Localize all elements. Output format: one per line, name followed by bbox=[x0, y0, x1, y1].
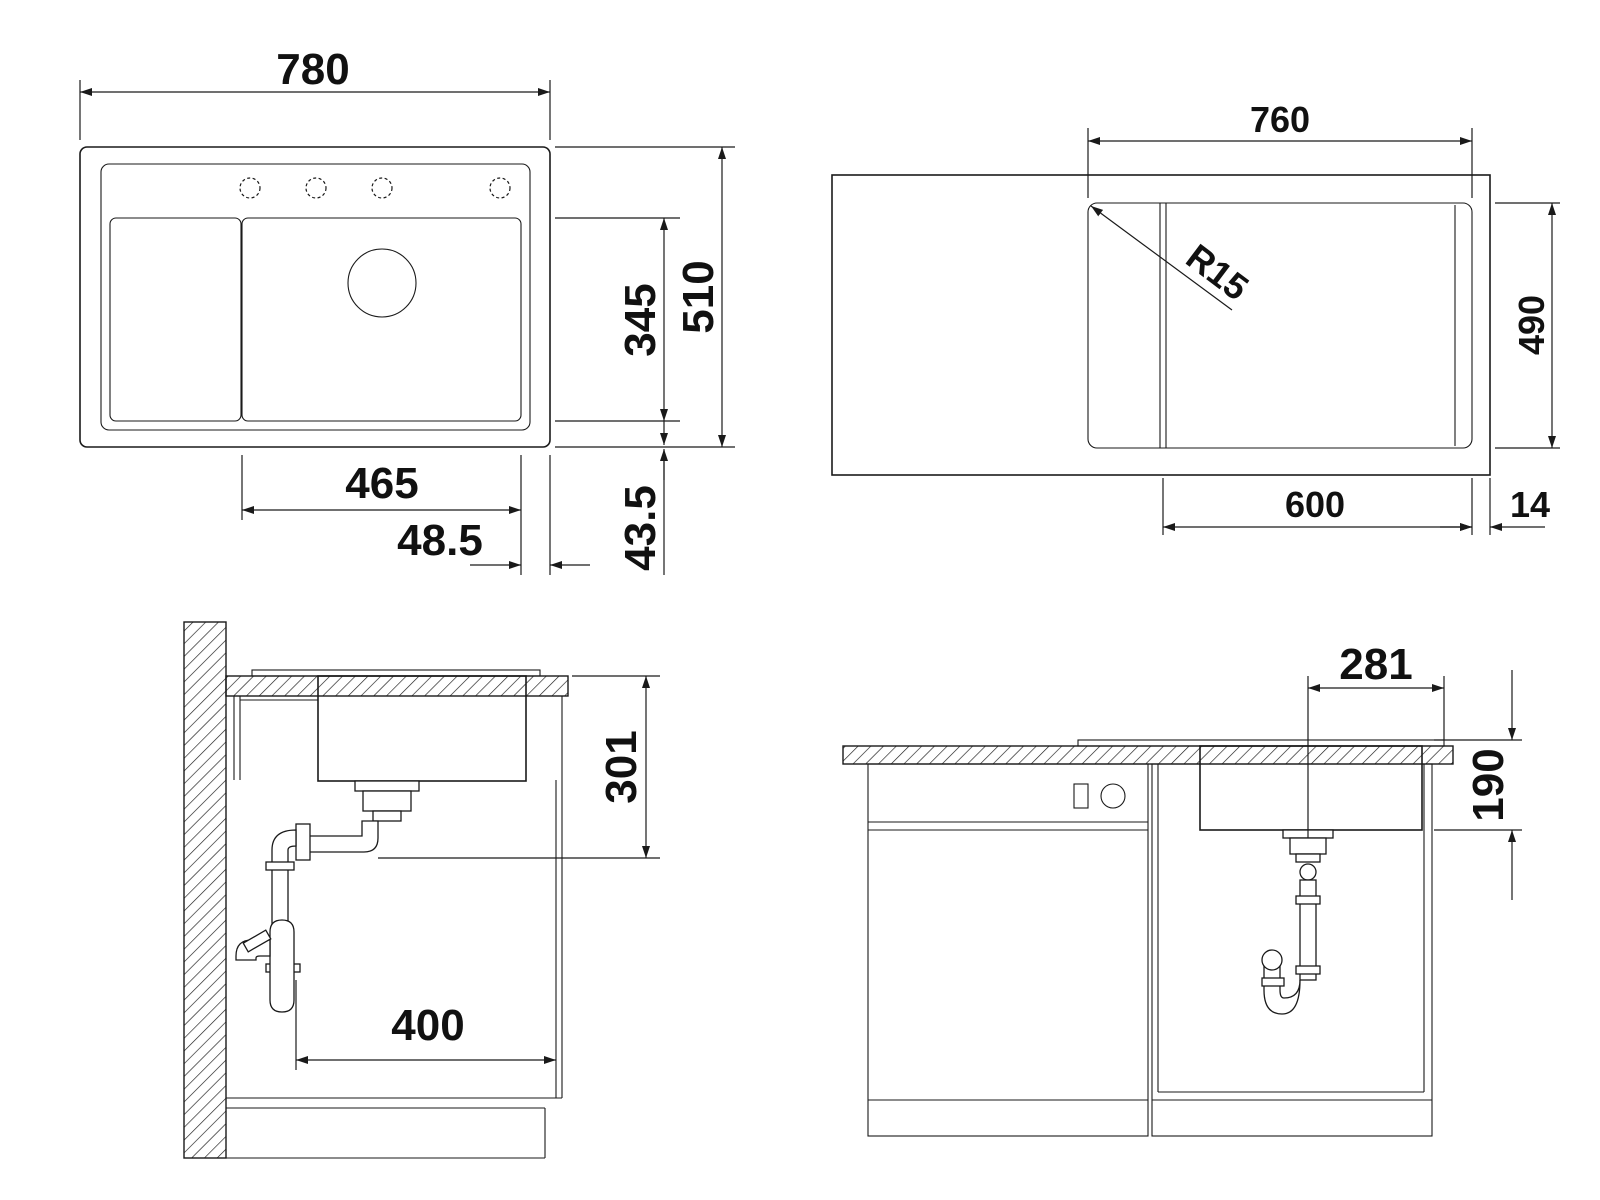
wall-hatched bbox=[183, 621, 227, 1159]
control-knob bbox=[1100, 783, 1126, 809]
dim-edge-14: 14 bbox=[1510, 484, 1550, 525]
dim-depth-190: 190 bbox=[1464, 748, 1513, 821]
tap-hole bbox=[239, 177, 261, 199]
tap-hole bbox=[371, 177, 393, 199]
dim-overall-depth: 510 bbox=[674, 260, 723, 333]
dim-bowl-width-600: 600 bbox=[1285, 484, 1345, 525]
control-knob-rect bbox=[1073, 783, 1089, 809]
bowl-section bbox=[317, 675, 527, 782]
sink-inner-rim bbox=[100, 163, 531, 431]
dim-cutout-depth: 490 bbox=[1511, 295, 1552, 355]
cutout-outline bbox=[1087, 202, 1473, 449]
drainer-area bbox=[109, 217, 242, 422]
sink-outline bbox=[79, 146, 551, 448]
cutout-view: R15 760 490 600 14 bbox=[831, 99, 1560, 535]
dim-front-offset: 43.5 bbox=[616, 485, 665, 571]
corner-radius-label: R15 bbox=[1179, 236, 1256, 308]
dim-bowl-depth: 345 bbox=[616, 283, 665, 356]
countertop-outline bbox=[831, 174, 1491, 476]
dim-drain-offset: 281 bbox=[1339, 640, 1412, 689]
tap-hole bbox=[489, 177, 511, 199]
dim-cutout-width: 760 bbox=[1250, 99, 1310, 140]
dim-edge-offset: 48.5 bbox=[397, 516, 483, 565]
front-view: 281 190 bbox=[842, 640, 1522, 1137]
dim-overall-width: 780 bbox=[276, 45, 349, 94]
front-countertop bbox=[842, 745, 1454, 765]
dim-bowl-width: 465 bbox=[345, 459, 418, 508]
dim-bowl-height: 301 bbox=[597, 730, 646, 803]
radius-leader bbox=[1090, 205, 1233, 311]
countertop-hatched bbox=[225, 675, 569, 697]
tap-hole bbox=[305, 177, 327, 199]
drain-circle bbox=[347, 248, 417, 318]
side-view: 301 400 bbox=[183, 621, 660, 1159]
top-view: 780 510 345 465 48.5 43.5 bbox=[79, 45, 735, 575]
main-bowl bbox=[241, 217, 522, 422]
dim-drain-distance: 400 bbox=[391, 1001, 464, 1050]
